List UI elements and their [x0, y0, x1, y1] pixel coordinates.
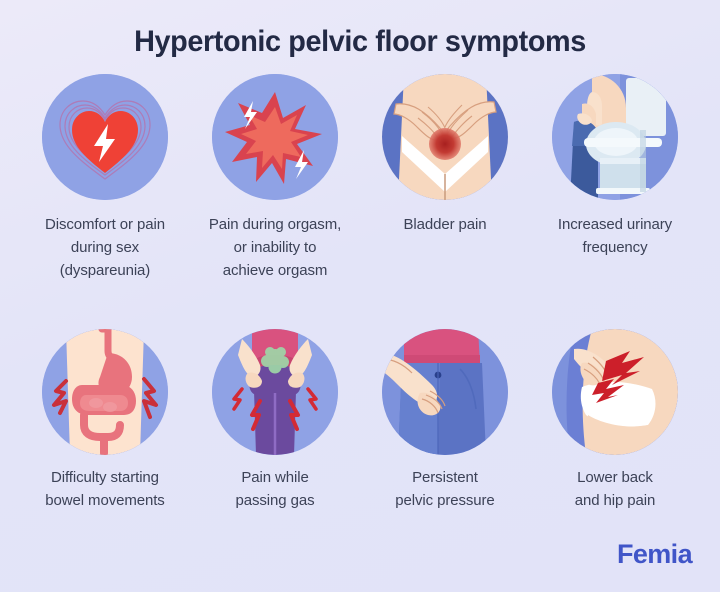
caption-line-2: bowel movements — [45, 491, 165, 509]
symptom-caption: Discomfort or pain during sex (dyspareun… — [45, 214, 165, 282]
symptom-caption: Pain while passing gas — [236, 467, 315, 513]
symptom-caption: Increased urinary frequency — [558, 214, 672, 260]
symptom-card-pelvic-pressure: Persistent pelvic pressure — [360, 329, 530, 584]
symptom-caption: Bladder pain — [403, 214, 486, 237]
caption-line-1: Lower back — [577, 469, 653, 486]
caption-line-3: achieve orgasm — [222, 261, 328, 279]
symptom-card-lower-back-hip-pain: Lower back and hip pain — [530, 329, 700, 584]
caption-line-1: Pain while — [241, 469, 309, 486]
symptom-caption: Lower back and hip pain — [575, 467, 656, 513]
caption-line-1: Bladder pain — [403, 216, 487, 233]
caption-line-2: pelvic pressure — [395, 491, 495, 509]
caption-line-2: and hip pain — [574, 491, 656, 509]
buttocks-gas-pain-icon — [212, 329, 338, 455]
caption-line-1: Pain during orgasm, — [208, 216, 342, 233]
symptom-caption: Difficulty starting bowel movements — [45, 467, 164, 513]
caption-line-1: Difficulty starting — [51, 469, 159, 486]
lower-back-pain-icon — [552, 329, 678, 455]
caption-line-2: or inability to — [233, 238, 317, 256]
page-title: Hypertonic pelvic floor symptoms — [134, 25, 586, 58]
caption-line-2: passing gas — [235, 491, 315, 509]
symptom-card-urinary-frequency: Increased urinary frequency — [530, 74, 700, 329]
caption-line-1: Persistent — [412, 469, 478, 486]
toilet-sitting-icon — [552, 74, 678, 200]
abdomen-hands-pain-icon — [382, 74, 508, 200]
brand-logo: Femia — [616, 539, 693, 569]
symptom-card-passing-gas-pain: Pain while passing gas — [190, 329, 360, 584]
starburst-lightning-icon — [212, 74, 338, 200]
symptom-caption: Persistent pelvic pressure — [395, 467, 494, 513]
caption-line-1: Discomfort or pain — [45, 216, 165, 233]
symptom-grid: Discomfort or pain during sex (dyspareun… — [8, 66, 712, 584]
caption-line-3: (dyspareunia) — [59, 261, 151, 279]
intestines-pain-icon — [42, 329, 168, 455]
symptom-card-bladder-pain: Bladder pain — [360, 74, 530, 329]
symptom-card-bowel-difficulty: Difficulty starting bowel movements — [20, 329, 190, 584]
caption-line-2: during sex — [70, 238, 140, 256]
hand-on-pelvis-icon — [382, 329, 508, 455]
caption-line-2: frequency — [582, 238, 648, 256]
caption-line-1: Increased urinary — [557, 216, 673, 233]
heart-lightning-icon — [42, 74, 168, 200]
symptom-card-orgasm-pain: Pain during orgasm, or inability to achi… — [190, 74, 360, 329]
symptom-caption: Pain during orgasm, or inability to achi… — [209, 214, 341, 282]
symptom-card-dyspareunia: Discomfort or pain during sex (dyspareun… — [20, 74, 190, 329]
